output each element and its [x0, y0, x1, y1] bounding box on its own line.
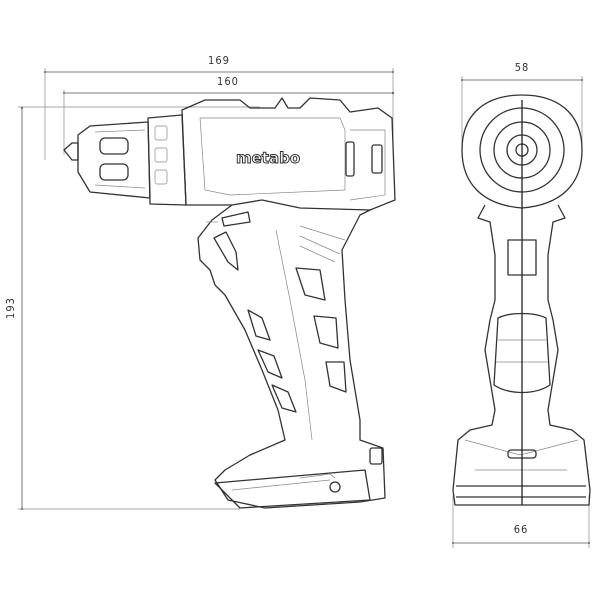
dimension-base-width: 66	[452, 495, 590, 548]
dimension-label-160: 160	[217, 75, 239, 88]
dimension-label-66: 66	[514, 523, 529, 536]
dimension-body-length: 160	[63, 75, 394, 155]
dimension-label-58: 58	[515, 61, 530, 74]
drill-front-view	[452, 94, 591, 506]
dimension-height: 193	[4, 106, 260, 510]
drill-side-view: metabo	[63, 97, 396, 509]
dimension-label-169: 169	[208, 54, 230, 67]
dimension-overall-length: 169	[44, 54, 394, 160]
dimension-front-width: 58	[461, 61, 583, 145]
dimension-label-193: 193	[4, 297, 17, 319]
metabo-logo: metabo	[236, 149, 300, 167]
